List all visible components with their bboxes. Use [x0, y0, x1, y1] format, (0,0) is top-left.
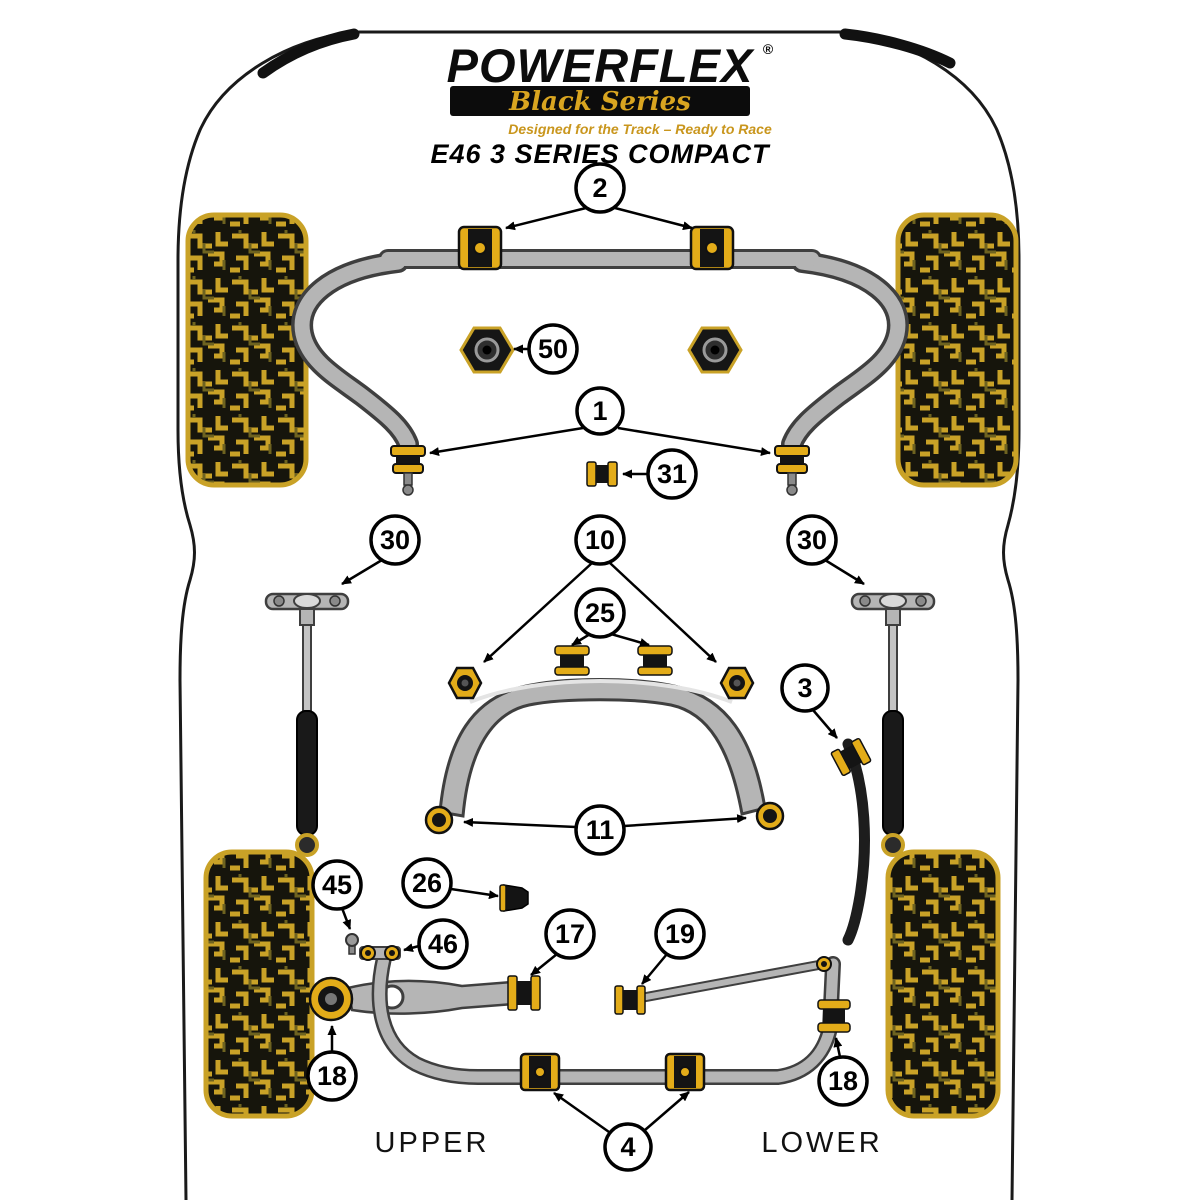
tagline: Designed for the Track – Ready to Race [508, 121, 772, 137]
callout-17: 17 [530, 908, 596, 976]
callout-18-right-label: 18 [828, 1066, 858, 1096]
upper-label: UPPER [375, 1127, 490, 1159]
cone-bush [499, 884, 529, 912]
callout-31: 31 [622, 448, 698, 500]
rear-curved-arm [830, 737, 872, 946]
subframe-mount-upper-left [447, 666, 483, 700]
brand-wordmark: POWERFLEX [447, 39, 755, 92]
tie-bar-right [850, 592, 936, 857]
callout-1-label: 1 [592, 396, 607, 426]
tire-front-right [895, 212, 1019, 488]
hex-nut-left [459, 326, 515, 374]
callout-26: 26 [401, 857, 499, 909]
tire-front-left [185, 212, 309, 488]
tire-rear-right [885, 849, 1001, 1119]
lower-label: LOWER [761, 1127, 882, 1159]
rear-anti-roll-bar [345, 933, 851, 1092]
rear-arb-end-bush-right [817, 999, 851, 1033]
callout-50-label: 50 [538, 334, 568, 364]
callout-3-label: 3 [797, 673, 812, 703]
front-arb-bush-right [689, 225, 735, 271]
curved-arm-bush [830, 737, 872, 777]
callout-11: 11 [463, 804, 747, 856]
callout-19: 19 [641, 908, 706, 985]
subframe-top-bush-left [554, 645, 590, 676]
callout-1: 1 [429, 386, 771, 456]
rear-arm-big-bush [308, 976, 354, 1022]
powerflex-logo: POWERFLEX ® Black Series Designed for th… [447, 39, 774, 137]
rear-arm-outer-bush [507, 975, 541, 1011]
callout-10-label: 10 [585, 525, 615, 555]
callout-30-right-label: 30 [797, 525, 827, 555]
rear-arb-bush-right [664, 1052, 706, 1092]
callout-2: 2 [505, 162, 693, 231]
callout-25: 25 [571, 587, 650, 647]
series-label: Black Series [508, 87, 691, 117]
front-anti-roll-bar [291, 225, 909, 496]
body-corner-accent-right [839, 28, 956, 69]
callout-4: 4 [553, 1091, 690, 1172]
rear-trailing-rod [614, 956, 832, 1015]
front-arb-bush-left [457, 225, 503, 271]
tie-bar-left [264, 592, 350, 857]
subframe-mount-upper-right [719, 666, 755, 700]
callout-46-label: 46 [428, 929, 458, 959]
rear-lower-arm [308, 975, 541, 1022]
callout-31-label: 31 [657, 459, 687, 489]
callout-11-label: 11 [586, 815, 615, 845]
series-banner [450, 86, 750, 116]
callout-3: 3 [780, 663, 838, 739]
callout-30-left-label: 30 [380, 525, 410, 555]
callout-30-right: 30 [786, 514, 865, 586]
subframe-mount-lower-right [755, 801, 785, 831]
callout-25-label: 25 [585, 598, 615, 628]
callout-4-label: 4 [620, 1132, 635, 1162]
callouts: 2 50 1 31 30 30 [306, 162, 869, 1172]
callout-17-label: 17 [555, 919, 585, 949]
subframe-top-bush-right [637, 645, 673, 676]
registered-mark: ® [763, 41, 774, 57]
callout-18-right: 18 [817, 1037, 869, 1107]
arb-link-bracket [359, 945, 401, 961]
callout-30-left: 30 [341, 514, 421, 586]
subframe-mount-lower-left [424, 805, 454, 835]
callout-26-label: 26 [412, 868, 442, 898]
callout-46: 46 [403, 918, 469, 970]
callout-18-left-label: 18 [317, 1061, 347, 1091]
callout-2-label: 2 [592, 173, 607, 203]
front-drop-link-bush-right [774, 445, 810, 496]
arb-link-bolt [345, 933, 359, 955]
hex-nut-right [687, 326, 743, 374]
rear-subframe [424, 645, 785, 835]
tires [185, 212, 1019, 1119]
tire-rear-left [203, 849, 315, 1119]
callout-45: 45 [311, 859, 363, 930]
callout-50: 50 [513, 323, 579, 375]
steering-bush [586, 461, 618, 487]
front-drop-link-bush-left [390, 445, 426, 496]
rear-arb-bush-left [519, 1052, 561, 1092]
body-corner-accent-left [257, 28, 360, 79]
callout-18-left: 18 [306, 1025, 358, 1102]
trailing-rod-bush [614, 985, 646, 1015]
model-title: E46 3 SERIES COMPACT [430, 139, 771, 169]
callout-19-label: 19 [665, 919, 695, 949]
callout-45-label: 45 [322, 870, 352, 900]
callout-10: 10 [483, 514, 717, 663]
